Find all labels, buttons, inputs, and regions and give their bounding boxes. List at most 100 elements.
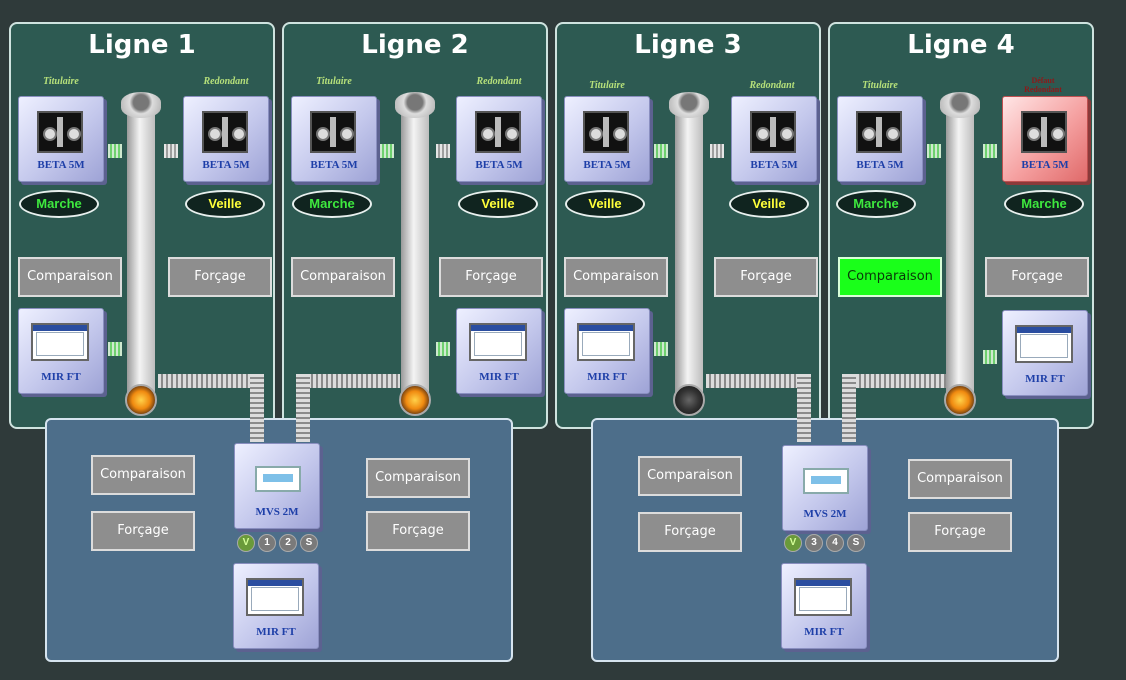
redondant-state: Marche	[1004, 190, 1084, 218]
device-label: BETA 5M	[475, 159, 523, 171]
pipe	[675, 108, 703, 406]
sensor-light	[399, 384, 431, 416]
status-led: 3	[805, 534, 823, 552]
status-led: S	[847, 534, 865, 552]
cable	[797, 374, 811, 442]
beta-titulaire-device[interactable]: BETA 5M	[18, 96, 104, 182]
beta-redondant-device-fault[interactable]: BETA 5M	[1002, 96, 1088, 182]
link-connector	[108, 342, 122, 356]
group-forcage-button[interactable]: Forçage	[366, 511, 470, 551]
titulaire-state: Marche	[19, 190, 99, 218]
link-connector	[436, 342, 450, 356]
mir-device[interactable]: MIR FT	[233, 563, 319, 649]
device-label: BETA 5M	[583, 159, 631, 171]
cable	[158, 374, 258, 388]
link-connector	[983, 144, 997, 158]
mir-device[interactable]: MIR FT	[1002, 310, 1088, 396]
pipe-cap	[121, 92, 161, 118]
pipe	[127, 108, 155, 406]
comparaison-button[interactable]: Comparaison	[564, 257, 668, 297]
device-label: MIR FT	[41, 371, 81, 383]
mir-device[interactable]: MIR FT	[781, 563, 867, 649]
titulaire-label: Titulaire	[862, 80, 898, 91]
beta-redondant-device[interactable]: BETA 5M	[183, 96, 269, 182]
group-forcage-button[interactable]: Forçage	[638, 512, 742, 552]
redondant-state: Veille	[458, 190, 538, 218]
sensor-light	[944, 384, 976, 416]
status-led: V	[237, 534, 255, 552]
comparaison-button-active[interactable]: Comparaison	[838, 257, 942, 297]
mir-device[interactable]: MIR FT	[564, 308, 650, 394]
status-led: 4	[826, 534, 844, 552]
line-title: Ligne 2	[361, 30, 469, 60]
group-comparaison-button[interactable]: Comparaison	[638, 456, 742, 496]
link-connector	[983, 350, 997, 364]
group-comparaison-button[interactable]: Comparaison	[91, 455, 195, 495]
link-connector	[710, 144, 724, 158]
status-led: S	[300, 534, 318, 552]
group-forcage-button[interactable]: Forçage	[908, 512, 1012, 552]
beta-titulaire-device[interactable]: BETA 5M	[837, 96, 923, 182]
forcage-button[interactable]: Forçage	[168, 257, 272, 297]
pipe-cap	[395, 92, 435, 118]
device-label: BETA 5M	[37, 159, 85, 171]
sensor-light-off	[673, 384, 705, 416]
status-led: 1	[258, 534, 276, 552]
redondant-label: Redondant	[476, 76, 522, 87]
link-connector	[164, 144, 178, 158]
cable	[706, 374, 810, 388]
device-label: MVS 2M	[255, 506, 299, 518]
device-label: BETA 5M	[1021, 159, 1069, 171]
link-connector	[927, 144, 941, 158]
mvs-device[interactable]: MVS 2M	[234, 443, 320, 529]
group-forcage-button[interactable]: Forçage	[91, 511, 195, 551]
link-connector	[108, 144, 122, 158]
beta-redondant-device[interactable]: BETA 5M	[731, 96, 817, 182]
mvs-device[interactable]: MVS 2M	[782, 445, 868, 531]
pipe	[401, 108, 429, 406]
cable	[298, 374, 400, 388]
beta-titulaire-device[interactable]: BETA 5M	[564, 96, 650, 182]
defaut-redondant-label: Défaut Redondant	[1024, 76, 1062, 94]
link-connector	[654, 342, 668, 356]
titulaire-label: Titulaire	[589, 80, 625, 91]
forcage-button[interactable]: Forçage	[985, 257, 1089, 297]
redondant-state: Veille	[729, 190, 809, 218]
beta-redondant-device[interactable]: BETA 5M	[456, 96, 542, 182]
titulaire-label: Titulaire	[43, 76, 79, 87]
cable	[842, 374, 856, 442]
status-led: V	[784, 534, 802, 552]
titulaire-label: Titulaire	[316, 76, 352, 87]
mir-device[interactable]: MIR FT	[456, 308, 542, 394]
redondant-state: Veille	[185, 190, 265, 218]
device-label: BETA 5M	[856, 159, 904, 171]
comparaison-button[interactable]: Comparaison	[18, 257, 122, 297]
titulaire-state: Veille	[565, 190, 645, 218]
device-label: MIR FT	[256, 626, 296, 638]
device-label: MVS 2M	[803, 508, 847, 520]
mir-device[interactable]: MIR FT	[18, 308, 104, 394]
device-label: MIR FT	[1025, 373, 1065, 385]
forcage-button[interactable]: Forçage	[439, 257, 543, 297]
group-comparaison-button[interactable]: Comparaison	[366, 458, 470, 498]
line-title: Ligne 3	[634, 30, 742, 60]
forcage-button[interactable]: Forçage	[714, 257, 818, 297]
pipe-cap	[669, 92, 709, 118]
device-label: BETA 5M	[750, 159, 798, 171]
device-label: MIR FT	[479, 371, 519, 383]
titulaire-state: Marche	[836, 190, 916, 218]
pipe	[946, 108, 974, 406]
redondant-label: Redondant	[749, 80, 795, 91]
line-title: Ligne 1	[88, 30, 196, 60]
device-label: BETA 5M	[310, 159, 358, 171]
device-label: MIR FT	[804, 626, 844, 638]
comparaison-button[interactable]: Comparaison	[291, 257, 395, 297]
beta-titulaire-device[interactable]: BETA 5M	[291, 96, 377, 182]
cable	[296, 374, 310, 442]
device-label: BETA 5M	[202, 159, 250, 171]
link-connector	[654, 144, 668, 158]
group-comparaison-button[interactable]: Comparaison	[908, 459, 1012, 499]
cable	[250, 374, 264, 442]
sensor-light	[125, 384, 157, 416]
line-4-panel: Ligne 4 Titulaire Défaut Redondant BETA …	[828, 22, 1094, 429]
